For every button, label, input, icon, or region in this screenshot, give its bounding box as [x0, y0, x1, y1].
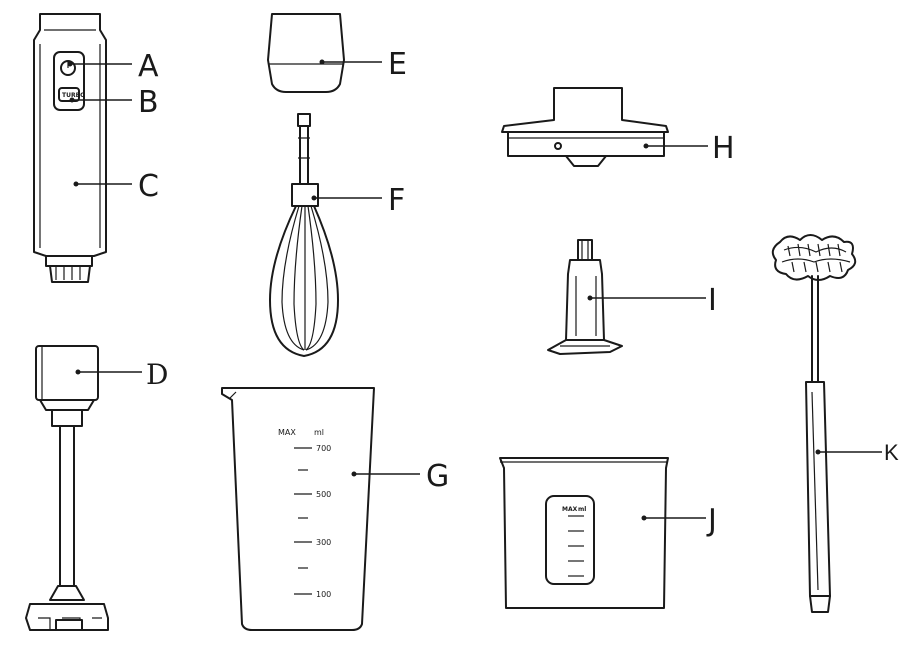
bowl-max-label: MAX	[562, 506, 578, 513]
label-a-group: A	[67, 49, 159, 84]
label-a: A	[138, 49, 159, 84]
chopper-lid	[501, 87, 669, 167]
jug-mark-100: 100	[316, 590, 331, 599]
label-k: K	[884, 440, 899, 465]
chopper-bowl: MAX ml	[499, 457, 669, 609]
label-c: C	[138, 169, 159, 204]
label-j: J	[706, 503, 717, 538]
label-k-group: K	[815, 440, 899, 465]
label-e: E	[388, 47, 407, 82]
label-e-group: E	[319, 47, 407, 82]
jug-max-label: MAX	[278, 428, 296, 437]
measuring-jug: MAX ml 700 500 300 100	[221, 387, 375, 631]
jug-mark-700: 700	[316, 444, 331, 453]
label-c-group: C	[73, 169, 159, 204]
milk-frother	[771, 234, 857, 613]
label-g: G	[426, 459, 449, 494]
label-i-group: I	[587, 283, 717, 318]
label-h: H	[712, 131, 735, 166]
jug-mark-500: 500	[316, 490, 331, 499]
label-b: B	[138, 85, 159, 120]
blender-shaft	[25, 345, 109, 631]
motor-unit: TURBO	[33, 13, 107, 283]
label-i: I	[708, 283, 717, 318]
chopper-blade	[547, 239, 623, 355]
label-d: D	[146, 358, 168, 391]
jug-mark-300: 300	[316, 538, 331, 547]
jug-unit-label: ml	[314, 428, 324, 437]
label-j-group: J	[641, 503, 717, 538]
whisk	[269, 113, 339, 357]
whisk-adapter	[267, 13, 345, 93]
power-button-icon	[60, 60, 76, 76]
turbo-button-icon	[58, 87, 80, 102]
label-f-group: F	[311, 183, 405, 218]
svg-text:TURBO: TURBO	[62, 92, 85, 99]
label-g-group: G	[351, 459, 449, 494]
bowl-unit-label: ml	[578, 506, 586, 513]
label-f: F	[388, 183, 405, 218]
label-h-group: H	[643, 131, 735, 166]
label-d-group: D	[75, 358, 168, 391]
label-b-group: B	[69, 85, 159, 120]
